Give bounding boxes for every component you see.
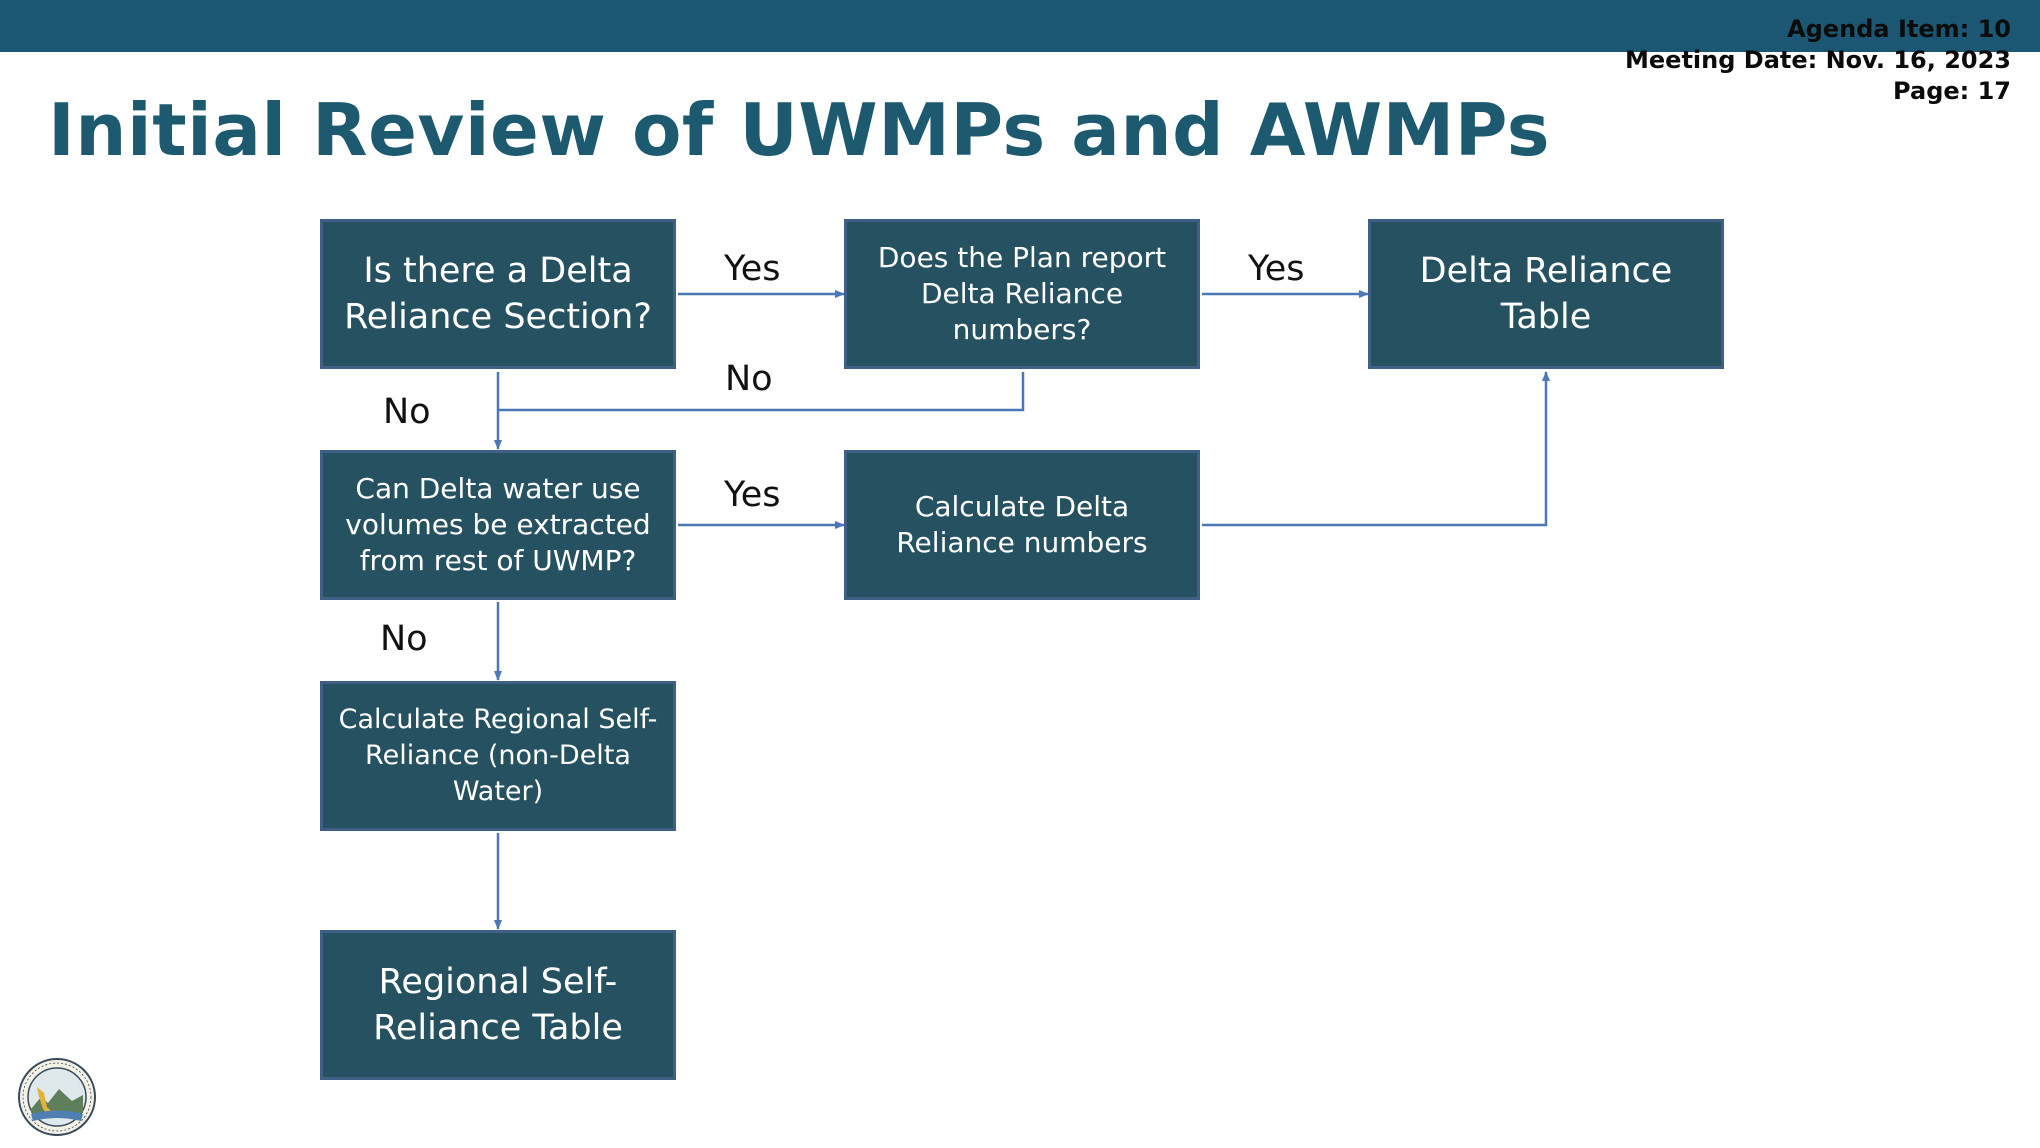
header-bar [0, 0, 2040, 52]
node-delta-reliance-table: Delta Reliance Table [1368, 219, 1724, 369]
arrow-calc-delta-to-table [1202, 371, 1550, 527]
edge-label-no-extract: No [380, 619, 428, 659]
node-regional-self-reliance-table-label: Regional Self-Reliance Table [373, 962, 623, 1048]
node-regional-self-reliance-table: Regional Self-Reliance Table [320, 930, 676, 1080]
node-delta-reliance-section-label: Is there a Delta Reliance Section? [344, 251, 652, 337]
connector-plan-no [498, 372, 1025, 412]
node-plan-report-numbers-label: Does the Plan report Delta Reliance numb… [877, 241, 1167, 346]
meeting-date-text: Meeting Date: Nov. 16, 2023 [1625, 46, 2011, 74]
edge-label-yes-section-to-plan: Yes [724, 249, 781, 289]
node-calculate-delta-reliance: Calculate Delta Reliance numbers [844, 450, 1200, 600]
node-extract-delta-volumes: Can Delta water use volumes be extracted… [320, 450, 676, 600]
edge-label-no-section: No [383, 392, 431, 432]
slide-title: Initial Review of UWMPs and AWMPs [48, 88, 1551, 172]
node-delta-reliance-section: Is there a Delta Reliance Section? [320, 219, 676, 369]
node-calculate-regional-self-reliance: Calculate Regional Self-Reliance (non-De… [320, 681, 676, 831]
page-number-text: Page: 17 [1893, 77, 2011, 105]
agenda-item-text: Agenda Item: 10 [1787, 15, 2011, 43]
department-seal-icon [18, 1058, 96, 1136]
edge-label-no-plan: No [725, 359, 773, 399]
node-delta-reliance-table-label: Delta Reliance Table [1419, 251, 1673, 337]
edge-label-yes-extract: Yes [724, 475, 781, 515]
node-calculate-regional-self-reliance-label: Calculate Regional Self-Reliance (non-De… [338, 704, 658, 807]
meeting-info: Agenda Item: 10 Meeting Date: Nov. 16, 2… [1625, 14, 2011, 107]
node-plan-report-numbers: Does the Plan report Delta Reliance numb… [844, 219, 1200, 369]
node-extract-delta-volumes-label: Can Delta water use volumes be extracted… [345, 472, 651, 577]
node-calculate-delta-reliance-label: Calculate Delta Reliance numbers [896, 490, 1148, 559]
edge-label-yes-plan-to-table: Yes [1248, 249, 1305, 289]
